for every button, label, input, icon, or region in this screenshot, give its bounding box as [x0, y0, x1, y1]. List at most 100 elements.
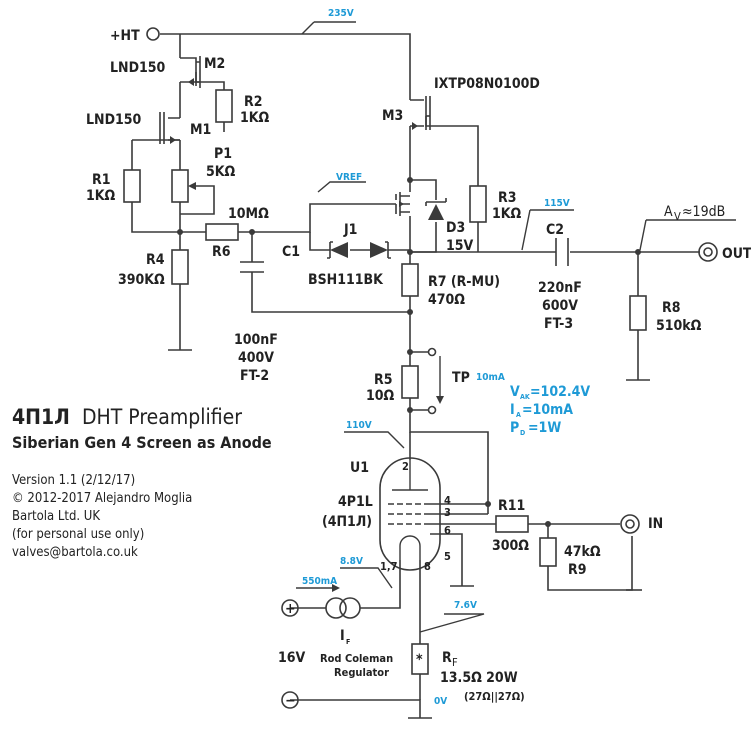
ma10-label: 10mA [476, 372, 505, 383]
current-source [296, 584, 361, 619]
r5-value: 10Ω [366, 388, 395, 404]
resistor-r6 [205, 223, 239, 241]
p1-value: 5KΩ [206, 164, 236, 180]
pot-p1 [171, 169, 189, 203]
regulator-line1: Rod Coleman [320, 652, 393, 665]
ht-label: +HT [110, 28, 140, 44]
info-line-4: (for personal use only) [12, 527, 144, 542]
in-terminal [620, 514, 640, 534]
v76-label: 7.6V [454, 600, 477, 611]
in-label: IN [648, 516, 663, 532]
junction-dot [177, 229, 183, 235]
vak-l: V [510, 384, 520, 400]
if-sub: F [346, 638, 350, 646]
rf-value: 13.5Ω 20W [440, 670, 518, 686]
mosfet-m2 [180, 56, 201, 88]
v88-label: 8.8V [340, 556, 363, 567]
rf-label: R [442, 650, 452, 666]
c1-value: 100nF [234, 332, 278, 348]
c2-type: FT-3 [544, 316, 573, 332]
r5-label: R5 [374, 372, 392, 388]
zener-j1 [327, 241, 391, 259]
vak-value: =102.4V [530, 384, 590, 400]
supply-minus [281, 691, 299, 709]
ia-l: I [510, 402, 515, 418]
c2-label: C2 [546, 222, 564, 238]
tube-u1 [379, 457, 441, 571]
ia-value: =10mA [522, 402, 573, 418]
r9-label: R9 [568, 562, 586, 578]
resistor-r7 [401, 263, 419, 297]
resistor-r5 [401, 365, 419, 399]
vak-sub: AK [520, 393, 531, 401]
if-label: I [340, 628, 345, 644]
r8-value: 510kΩ [656, 318, 702, 334]
m2-type: LND150 [110, 60, 166, 76]
r4-label: R4 [146, 252, 165, 268]
v115-label: 115V [544, 198, 570, 209]
gain-value: ≈19dB [682, 204, 725, 220]
d3-value: 15V [446, 238, 474, 254]
ht-terminal [146, 27, 160, 41]
resistor-r11 [495, 515, 529, 533]
resistor-r1 [123, 169, 141, 203]
plus-sign: + [285, 601, 296, 617]
zener-d3 [425, 198, 447, 220]
out-terminal [698, 242, 718, 262]
resistor-rf [411, 643, 429, 675]
m2-label: M2 [204, 56, 225, 72]
pin-5: 5 [444, 550, 451, 563]
resistor-r3 [469, 185, 487, 223]
j1-type: BSH111BK [308, 272, 384, 288]
rf-star: * [416, 652, 423, 668]
m3-type: IXTP08N0100D [434, 76, 540, 92]
mosfet-m1 [159, 112, 180, 144]
r8-label: R8 [662, 300, 680, 316]
junction-dot [545, 521, 551, 527]
r1-label: R1 [92, 172, 110, 188]
pd-value: =1W [528, 420, 561, 436]
r7-label: R7 (R-MU) [428, 274, 500, 290]
m1-label: M1 [190, 122, 211, 138]
pd-sub: D [520, 429, 525, 437]
c2-value: 220nF [538, 280, 582, 296]
r3-value: 1KΩ [492, 206, 522, 222]
rf-sub: F [452, 656, 458, 669]
p1-label: P1 [214, 146, 232, 162]
v235-label: 235V [328, 8, 354, 19]
mosfet-j1 [395, 192, 410, 216]
capacitor-c1 [240, 261, 264, 273]
capacitor-c2 [555, 238, 569, 266]
r6-value: 10MΩ [228, 206, 269, 222]
r2-label: R2 [244, 94, 262, 110]
minus-sign: − [285, 693, 296, 709]
v0-label: 0V [434, 696, 447, 707]
resistor-r8 [629, 295, 647, 331]
mosfet-m3 [410, 96, 431, 130]
pin-4: 4 [444, 494, 451, 507]
j1-label: J1 [343, 222, 357, 238]
tp-point-bottom [427, 405, 437, 415]
u1-type-cyr: (4П1Л) [322, 514, 372, 530]
junction-dot [407, 309, 413, 315]
c1-label: C1 [282, 244, 300, 260]
vref-label: VREF [336, 172, 362, 183]
r9-value: 47kΩ [564, 544, 601, 560]
ma550-label: 550mA [302, 576, 337, 587]
u1-type: 4P1L [338, 494, 373, 510]
out-label: OUT [722, 246, 751, 262]
resistor-r2 [215, 89, 233, 123]
pd-l: P [510, 420, 519, 436]
r4-value: 390KΩ [118, 272, 165, 288]
r1-value: 1KΩ [86, 188, 116, 204]
tp-leads [410, 351, 428, 411]
title-name: DHT Preamplifier [82, 405, 242, 429]
u1-label: U1 [350, 460, 369, 476]
pin-1-7: 1,7 [380, 560, 398, 573]
r11-value: 300Ω [492, 538, 529, 554]
pin-8: 8 [424, 560, 431, 573]
r2-value: 1KΩ [240, 110, 270, 126]
junction-dot [407, 249, 413, 255]
r3-label: R3 [498, 190, 516, 206]
